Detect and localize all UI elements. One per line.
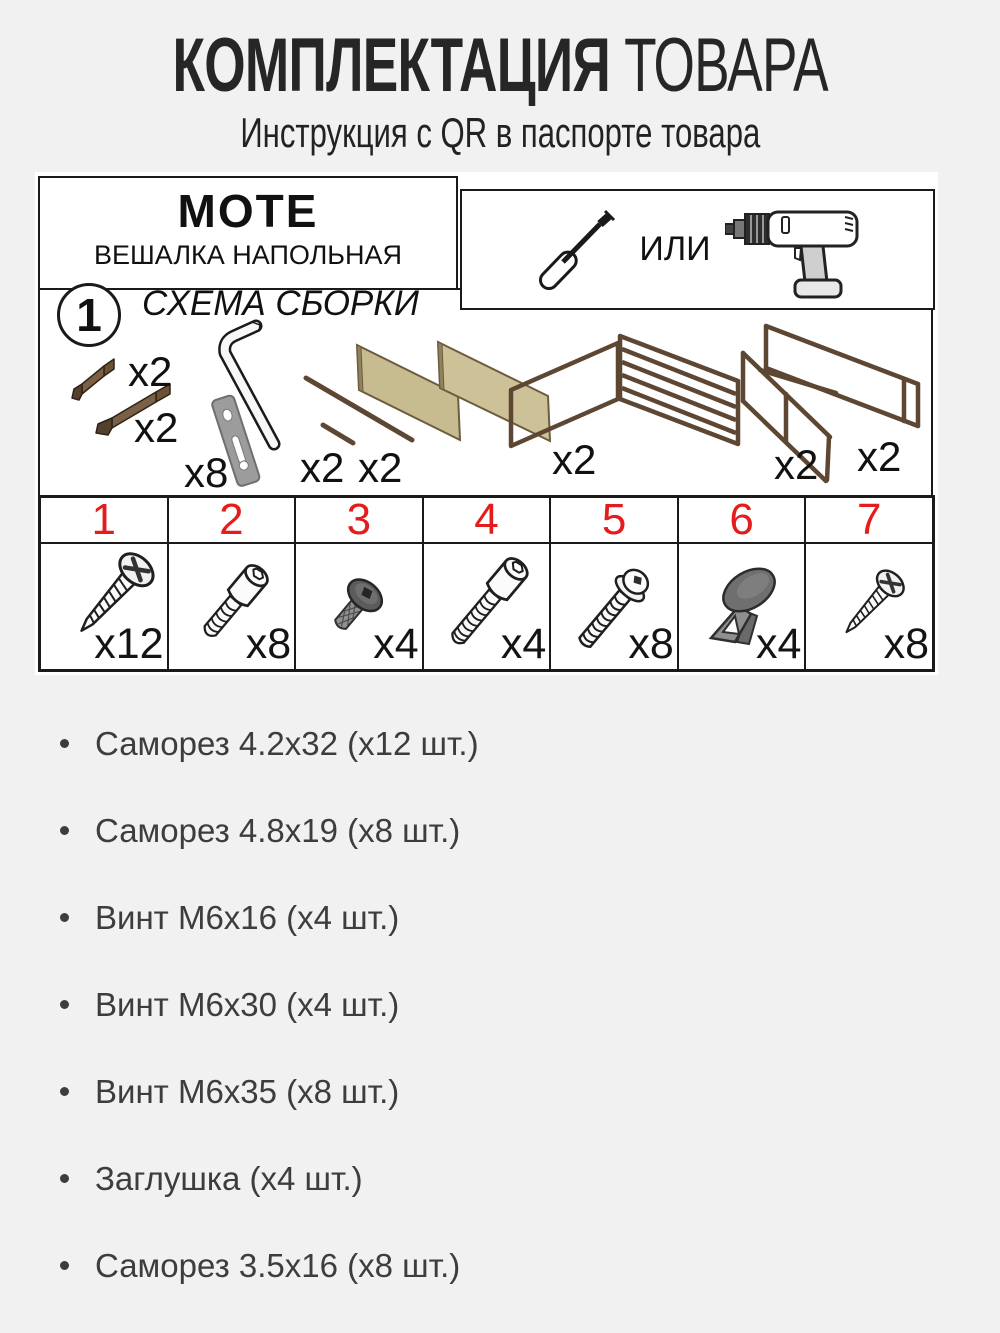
product-name: MOTE xyxy=(177,185,319,237)
tools-cell: ИЛИ xyxy=(460,189,935,310)
or-label: ИЛИ xyxy=(639,230,711,268)
fastener-7-cell: x8 xyxy=(805,543,933,670)
qty-plate: x8 xyxy=(184,449,229,496)
slat-frame-drawing xyxy=(617,333,741,447)
divider xyxy=(38,288,40,497)
fastener-5-cell: x8 xyxy=(550,543,678,670)
fastener-4-cell: x4 xyxy=(422,543,551,670)
bracket-small-drawing xyxy=(71,358,115,401)
list-item: Винт М6х16 (х4 шт.) xyxy=(0,874,1000,961)
product-subtitle: ВЕШАЛКА НАПОЛЬНАЯ xyxy=(93,240,403,270)
fastener-3-number: 3 xyxy=(295,495,423,544)
qty-slat-frame: x2 xyxy=(774,441,819,488)
list-item: Заглушка (х4 шт.) xyxy=(0,1135,1000,1222)
bullet-dot xyxy=(60,826,69,835)
qty-rod-long: x2 xyxy=(300,444,345,491)
title-strong: КОМПЛЕКТАЦИЯ xyxy=(172,23,610,108)
fastener-6-number: 6 xyxy=(677,495,806,544)
qty-rod-short: x2 xyxy=(358,444,403,491)
mounting-plate-drawing xyxy=(211,394,261,487)
socket-head-bolt-long-icon xyxy=(450,557,529,645)
hex-head-bolt-icon xyxy=(578,568,650,649)
title-light: ТОВАРА xyxy=(609,23,829,108)
fasteners-table: 1 2 3 4 5 6 7 x12 xyxy=(38,495,935,672)
fastener-1-number: 1 xyxy=(40,495,168,544)
page-subtitle: Инструкция с QR в паспорте товара xyxy=(240,109,760,156)
fastener-7-number: 7 xyxy=(805,495,933,544)
list-item: Винт М6х30 (х4 шт.) xyxy=(0,961,1000,1048)
list-item: Саморез 4.2х32 (х12 шт.) xyxy=(0,700,1000,787)
bracket-large-drawing xyxy=(95,383,171,436)
divider xyxy=(931,308,933,497)
screwdriver-icon xyxy=(539,209,616,291)
fastener-1-cell: x12 xyxy=(40,543,168,670)
list-item: Винт М6х35 (х8 шт.) xyxy=(0,1048,1000,1135)
rod-short-drawing xyxy=(320,422,356,446)
fastener-2-cell: x8 xyxy=(167,543,296,670)
parts-list: Саморез 4.2х32 (х12 шт.) Саморез 4.8х19 … xyxy=(0,700,1000,1309)
panel-drawing xyxy=(355,340,552,443)
fastener-3-cell: x4 xyxy=(295,543,423,670)
button-head-screw-icon xyxy=(334,578,384,630)
side-frame-drawing xyxy=(763,323,921,429)
bullet-dot xyxy=(60,1000,69,1009)
bullet-dot xyxy=(60,1087,69,1096)
list-item: Саморез 3.5х16 (х8 шт.) xyxy=(0,1222,1000,1309)
fastener-5-qty: x8 xyxy=(628,620,674,668)
drill-icon xyxy=(724,210,859,298)
hex-key-drawing xyxy=(218,319,281,451)
fastener-2-number: 2 xyxy=(167,495,296,544)
divider xyxy=(38,288,460,290)
plug-clip-icon xyxy=(708,567,776,646)
rod-long-drawing xyxy=(303,375,415,443)
fastener-6-qty: x4 xyxy=(756,620,802,668)
step-number-badge: 1 xyxy=(57,283,121,347)
bullet-dot xyxy=(60,913,69,922)
fastener-4-number: 4 xyxy=(422,495,551,544)
bullet-dot xyxy=(60,1261,69,1270)
phillips-tapping-screw-icon xyxy=(80,552,155,632)
fastener-1-qty: x12 xyxy=(94,620,164,668)
bullet-dot xyxy=(60,739,69,748)
qty-bracket-large: x2 xyxy=(134,404,179,451)
product-header-cell: MOTE ВЕШАЛКА НАПОЛЬНАЯ xyxy=(38,176,458,290)
assembly-parts-drawing xyxy=(71,319,921,487)
qty-bracket-small: x2 xyxy=(128,348,173,395)
phillips-tapping-screw-small-icon xyxy=(845,569,906,634)
page-title: КОМПЛЕКТАЦИЯ ТОВАРА xyxy=(0,26,1000,106)
fastener-4-qty: x4 xyxy=(500,620,547,668)
qty-panel: x2 xyxy=(552,436,597,483)
schema-title: СХЕМА СБОРКИ xyxy=(142,284,419,323)
fastener-6-cell: x4 xyxy=(677,543,806,670)
bullet-dot xyxy=(60,1174,69,1183)
qty-side-frame: x2 xyxy=(857,433,902,480)
list-item: Саморез 4.8х19 (х8 шт.) xyxy=(0,787,1000,874)
fastener-3-qty: x4 xyxy=(373,620,419,668)
fastener-2-qty: x8 xyxy=(245,620,292,668)
fastener-7-qty: x8 xyxy=(883,620,929,668)
socket-head-bolt-icon xyxy=(203,564,269,637)
fastener-5-number: 5 xyxy=(550,495,678,544)
